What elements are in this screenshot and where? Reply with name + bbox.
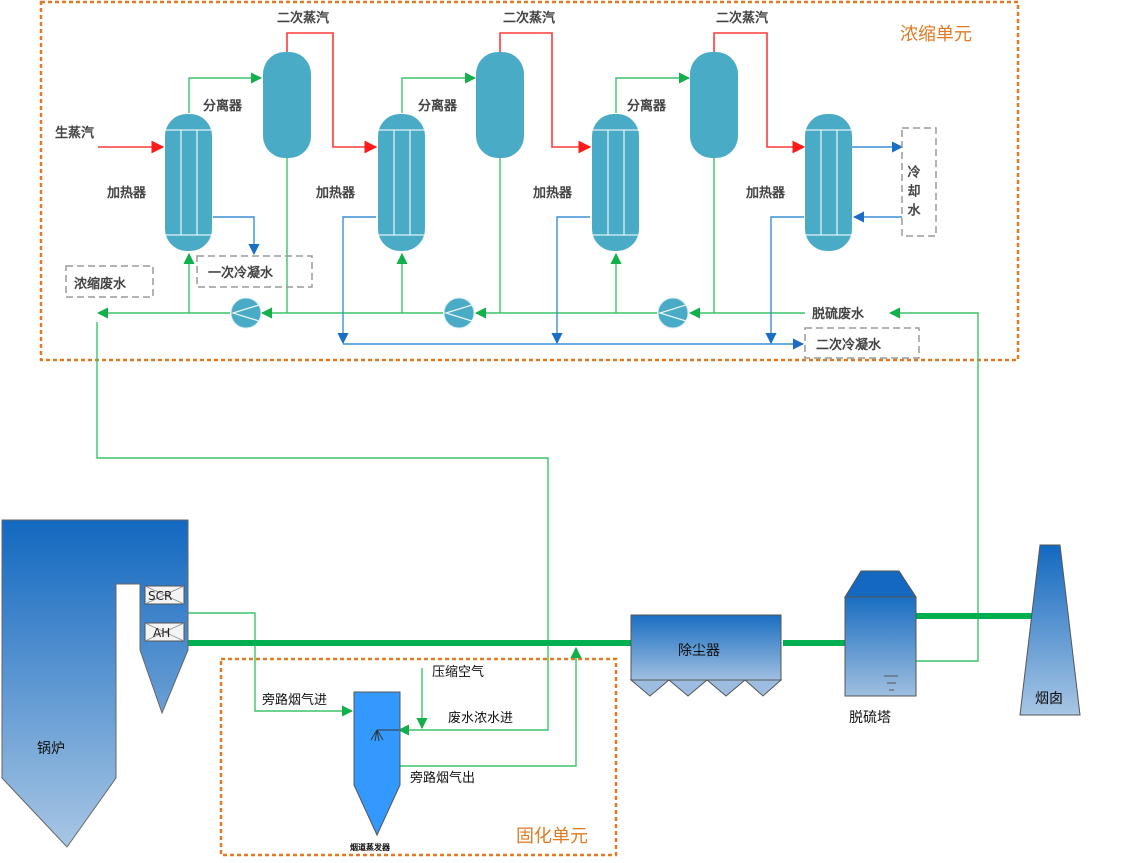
secondary-condensate-label: 二次冷凝水	[816, 337, 882, 353]
concentration-unit-border	[39, 0, 1020, 362]
desulfurization-wastewater-return	[888, 307, 979, 662]
heater-label-4: 加热器	[745, 185, 786, 201]
heater-label-2: 加热器	[315, 185, 356, 201]
bypass-flue-out-label: 旁路烟气出	[410, 770, 475, 786]
secondary-steam-line-3	[713, 32, 806, 154]
condensate-lines	[213, 141, 904, 350]
secondary-condensate-box	[804, 327, 920, 359]
secondary-steam-line-1	[286, 32, 378, 154]
wastewater-concentrate-in-label: 废水浓水进	[448, 710, 513, 726]
dust-collector[interactable]: 除尘器	[629, 614, 783, 697]
separator-label-2: 分离器	[418, 98, 458, 114]
secondary-steam-label-3: 二次蒸汽	[716, 10, 768, 26]
ah-label: AH	[153, 626, 170, 640]
ah-module[interactable]: AH	[144, 622, 185, 642]
heater4-condensate	[765, 216, 804, 345]
primary-condensate-label: 一次冷凝水	[208, 265, 274, 281]
heater-4[interactable]	[805, 114, 852, 251]
heater3-condensate	[551, 216, 590, 345]
heater-1[interactable]	[165, 114, 212, 251]
solidification-unit-border	[219, 657, 618, 857]
separator-2[interactable]	[476, 52, 524, 158]
primary-condensate-box	[196, 255, 313, 288]
dust-collector-label: 除尘器	[678, 643, 720, 659]
scr-label: SCR	[148, 589, 172, 603]
bypass-flue-in-line	[188, 612, 354, 717]
desulfurization-tower[interactable]: 脱硫塔	[844, 570, 917, 726]
secondary-steam-label-2: 二次蒸汽	[503, 10, 555, 26]
heater3-to-separator3	[615, 72, 691, 113]
scr-module[interactable]: SCR	[144, 585, 185, 605]
concentrated-wastewater-label: 浓缩废水	[74, 276, 127, 292]
concentration-unit-label: 浓缩单元	[900, 24, 972, 45]
secondary-steam-line-2	[499, 32, 592, 154]
chimney-label: 烟囱	[1035, 691, 1063, 707]
secondary-steam-label-1: 二次蒸汽	[277, 10, 329, 26]
heater2-condensate	[337, 216, 376, 345]
chimney[interactable]: 烟囱	[1019, 544, 1081, 716]
evaporator-label: 烟道蒸发器	[350, 842, 391, 852]
live-steam-label: 生蒸汽	[55, 125, 94, 141]
cooling-water-label: 冷却水	[905, 164, 921, 222]
compressed-air-label: 压缩空气	[432, 664, 484, 680]
boiler-label: 锅炉	[37, 741, 65, 757]
liquor-lines	[96, 72, 979, 767]
pump-3[interactable]	[657, 297, 689, 329]
flue-evaporator[interactable]: 烟道蒸发器	[350, 691, 401, 852]
cooling-water-box	[901, 127, 937, 237]
flue-gas-duct	[188, 613, 1032, 646]
pump-1[interactable]	[230, 297, 262, 329]
heater-label-1: 加热器	[106, 185, 147, 201]
concentrated-to-solidification	[96, 322, 549, 736]
heater-3[interactable]	[592, 114, 639, 251]
concentrated-wastewater-box	[65, 265, 154, 298]
separator-label-3: 分离器	[627, 98, 667, 114]
heater-label-3: 加热器	[532, 185, 573, 201]
boiler[interactable]: 锅炉	[1, 519, 189, 848]
separator-3[interactable]	[690, 52, 738, 158]
bypass-flue-out-line	[400, 646, 582, 767]
primary-condensate-line	[213, 216, 260, 256]
heater1-to-separator1	[188, 72, 263, 113]
bypass-flue-in-label: 旁路烟气进	[262, 692, 327, 708]
heater2-to-separator2	[401, 72, 477, 113]
desulfurization-wastewater-label: 脱硫废水	[812, 306, 865, 322]
desulfurization-tower-label: 脱硫塔	[849, 710, 891, 726]
steam-lines	[98, 32, 806, 154]
pump-2[interactable]	[443, 297, 475, 329]
heater-2[interactable]	[378, 114, 425, 251]
separator-1[interactable]	[263, 52, 311, 158]
separator-label-1: 分离器	[203, 98, 243, 114]
solidification-unit-label: 固化单元	[516, 826, 588, 847]
